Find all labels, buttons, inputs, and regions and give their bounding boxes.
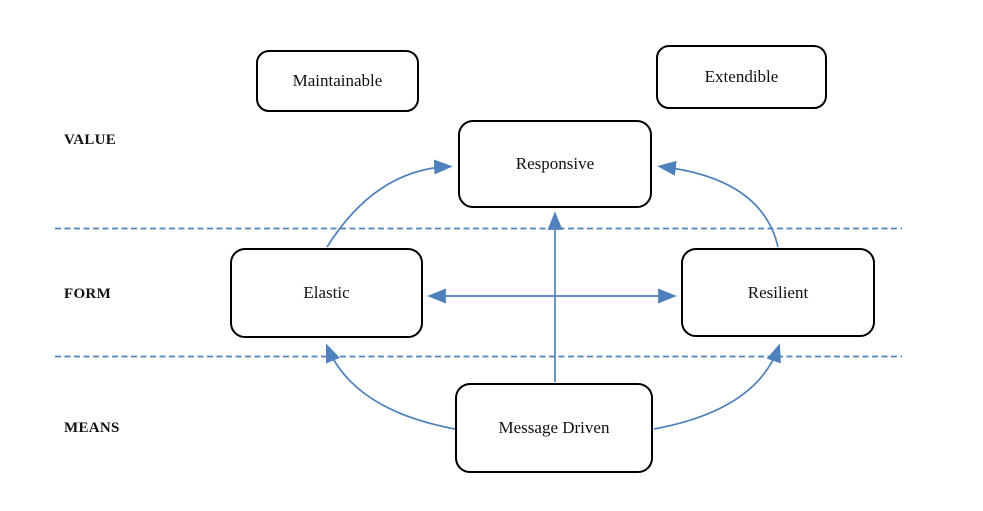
node-extendible-label: Extendible xyxy=(704,67,779,86)
node-maintainable-label: Maintainable xyxy=(292,71,383,90)
band-label-form: FORM xyxy=(64,286,112,302)
node-message-driven-label: Message Driven xyxy=(498,418,610,437)
node-responsive: Responsive xyxy=(458,120,652,208)
arrow-elastic-to-responsive xyxy=(326,159,453,248)
node-resilient: Resilient xyxy=(681,248,875,337)
node-elastic-label: Elastic xyxy=(303,283,350,302)
node-resilient-label: Resilient xyxy=(747,282,809,302)
node-extendible: Extendible xyxy=(656,45,827,109)
arrow-message-driven-to-resilient xyxy=(653,343,781,430)
node-maintainable: Maintainable xyxy=(256,50,419,112)
band-label-value: VALUE xyxy=(64,132,117,148)
arrow-resilient-to-responsive xyxy=(657,160,779,248)
arrow-message-driven-to-elastic xyxy=(325,343,456,430)
node-message-driven: Message Driven xyxy=(455,383,653,473)
band-label-means: MEANS xyxy=(64,420,120,436)
node-responsive-label: Responsive xyxy=(515,154,595,173)
node-elastic: Elastic xyxy=(230,248,423,338)
